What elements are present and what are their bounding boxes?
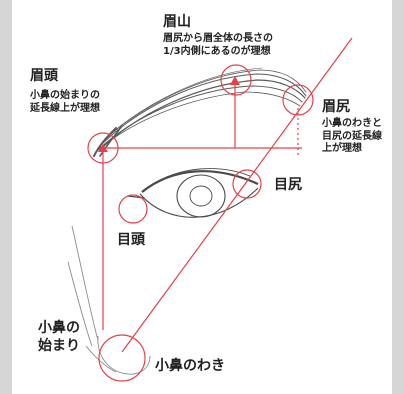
label-mayuyama-desc: 眉尻から眉全体の長さの 1/3内側にあるのが理想	[163, 33, 273, 57]
circle-brow-peak	[220, 64, 252, 96]
guide-lines	[102, 37, 353, 353]
nose-sketch	[67, 225, 151, 375]
diagram-frame	[12, 0, 392, 394]
label-mejiri: 目尻	[274, 177, 302, 193]
circle-nose-wing	[98, 334, 146, 382]
circle-eye-tail	[232, 169, 262, 199]
label-kobana-waki: 小鼻のわき	[155, 358, 225, 374]
eyebrow-sketch	[93, 67, 307, 157]
arrows	[98, 76, 240, 152]
diagonal-guide	[121, 37, 353, 353]
label-mayugashira-desc: 小鼻の始まりの 延長線上が理想	[30, 90, 100, 114]
arrow-up-left-icon	[98, 144, 108, 152]
label-mayugashira-title: 眉頭	[30, 68, 58, 84]
circle-brow-head	[87, 132, 119, 164]
label-kobana-start: 小鼻の 始まり	[38, 320, 80, 354]
label-mayujiri-desc: 小鼻のわきと 目尻の延長線 上が理想	[322, 118, 382, 154]
arrow-up-peak-icon	[230, 76, 240, 85]
label-mayuyama-title: 眉山	[163, 14, 191, 30]
label-megashira: 目頭	[117, 232, 145, 248]
highlight-circles	[87, 64, 314, 382]
circle-brow-tail	[282, 84, 314, 116]
label-mayujiri-title: 眉尻	[322, 99, 350, 115]
circle-eye-head	[118, 194, 148, 224]
